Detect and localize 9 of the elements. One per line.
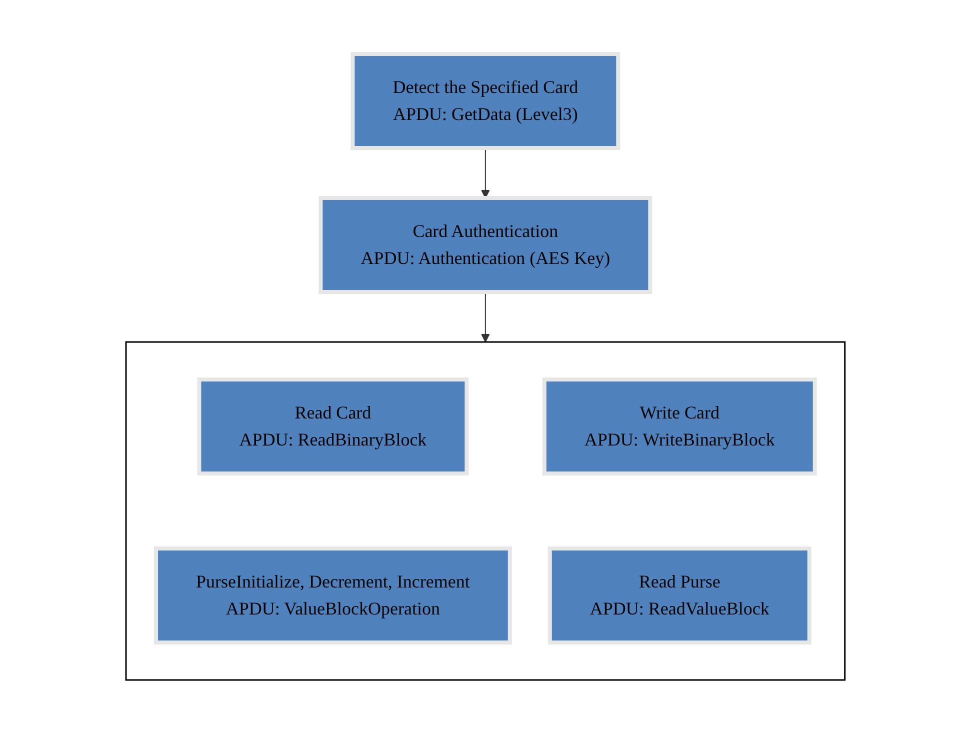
node-box: PurseInitialize, Decrement, Increment APDU: ValueBlockOperation [154,546,512,644]
arrow [480,291,490,342]
arrow [480,147,490,198]
node-box: Read Purse APDU: ReadValueBlock [547,546,811,644]
cluster [124,340,846,680]
node-box: Write Card APDU: WriteBinaryBlock [542,377,816,475]
node-box: Read Card APDU: ReadBinaryBlock [196,377,468,475]
node-box: Card Authentication APDU: Authentication (AES Key) [318,196,652,294]
node-box: Detect the Specified Card APDU: GetData (Level3) [350,52,620,150]
